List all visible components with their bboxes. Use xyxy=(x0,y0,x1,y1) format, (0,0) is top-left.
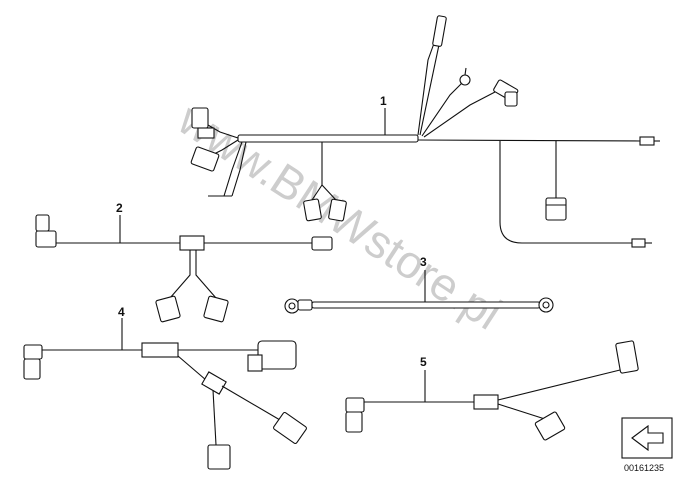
back-arrow-button[interactable] xyxy=(621,417,673,459)
callout-2: 2 xyxy=(116,201,123,215)
part-3-ground-cable[interactable] xyxy=(284,270,554,314)
callout-1: 1 xyxy=(380,94,387,108)
callout-5: 5 xyxy=(420,355,427,369)
part-1-main-harness[interactable] xyxy=(190,15,660,248)
part-5-harness[interactable] xyxy=(345,340,639,441)
arrow-left-icon xyxy=(631,424,664,452)
document-number: 00161235 xyxy=(624,463,664,473)
callout-4: 4 xyxy=(118,305,125,319)
part-2-harness[interactable] xyxy=(35,214,333,323)
part-4-harness[interactable] xyxy=(23,318,307,470)
callout-3: 3 xyxy=(420,255,427,269)
